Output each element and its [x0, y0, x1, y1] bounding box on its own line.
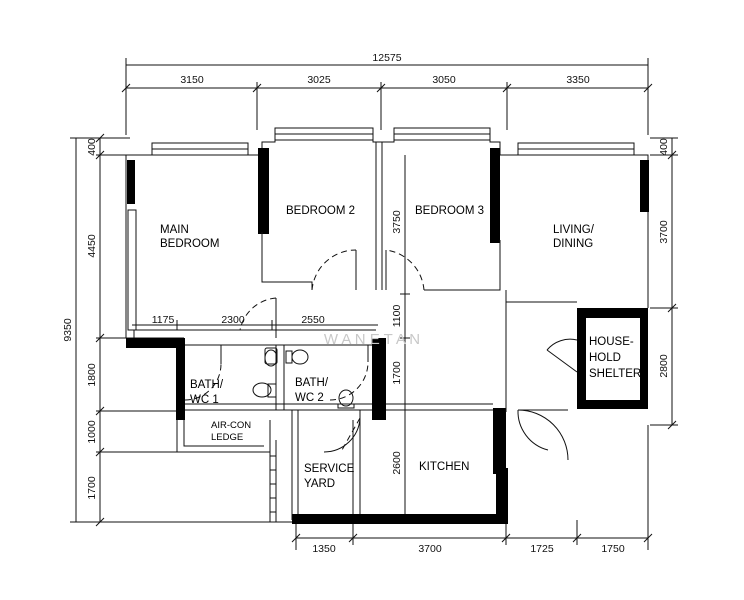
walls	[125, 139, 649, 524]
dim-internal-2300: 2300	[221, 314, 245, 326]
dim-bottom-1: 1350	[312, 543, 336, 555]
label-service-2: YARD	[304, 478, 335, 490]
dim-right-2: 3700	[658, 220, 670, 244]
dim-right-1: 400	[658, 138, 670, 156]
label-bath2-2: WC 2	[295, 392, 324, 404]
label-aircon-2: LEDGE	[211, 432, 243, 443]
dim-internal-2600: 2600	[391, 451, 403, 475]
label-shelter-2: HOLD	[589, 352, 621, 364]
label-bath1-2: WC 1	[190, 394, 219, 406]
dim-internal-2550: 2550	[301, 314, 325, 326]
label-living-2: DINING	[553, 238, 593, 250]
label-bath2-1: BATH/	[295, 377, 329, 389]
watermark: W A N E T A N	[324, 331, 420, 348]
dim-top-2: 3025	[307, 74, 331, 86]
dim-bottom-3: 1725	[530, 543, 554, 555]
label-service-1: SERVICE	[304, 463, 355, 475]
dim-left-4: 1000	[86, 420, 98, 444]
label-main-bedroom-1: MAIN	[160, 224, 189, 236]
label-aircon-1: AIR-CON	[211, 420, 251, 431]
dim-internal-1100: 1100	[391, 305, 403, 328]
label-bath1-1: BATH/	[190, 379, 224, 391]
dim-top-1: 3150	[180, 74, 204, 86]
dimension-labels: 12575 3150 3025 3050 3350 9350 400 4450 …	[62, 52, 670, 555]
dim-internal-3750: 3750	[391, 210, 403, 234]
label-shelter-3: SHELTER	[589, 368, 641, 380]
dim-right-3: 2800	[658, 354, 670, 378]
dim-left-5: 1700	[86, 476, 98, 500]
label-living-1: LIVING/	[553, 224, 595, 236]
label-bedroom-3: BEDROOM 3	[415, 205, 484, 217]
dim-top-3: 3050	[432, 74, 456, 86]
dim-left-1: 400	[86, 138, 98, 156]
dim-left-2: 4450	[86, 234, 98, 258]
dim-top-4: 3350	[566, 74, 590, 86]
dim-left-3: 1800	[86, 363, 98, 387]
dim-left-total: 9350	[62, 318, 74, 342]
fixtures	[252, 347, 355, 409]
dim-bottom-4: 1750	[601, 543, 625, 555]
dim-internal-1175: 1175	[152, 314, 175, 326]
dim-internal-1700: 1700	[391, 361, 403, 385]
doors	[184, 249, 578, 461]
label-main-bedroom-2: BEDROOM	[160, 238, 219, 250]
dim-top-total: 12575	[372, 52, 401, 64]
label-bedroom-2: BEDROOM 2	[286, 205, 355, 217]
room-labels: MAIN BEDROOM BEDROOM 2 BEDROOM 3 LIVING/…	[160, 205, 641, 490]
dim-bottom-2: 3700	[418, 543, 442, 555]
label-kitchen: KITCHEN	[419, 461, 469, 473]
label-shelter-1: HOUSE-	[589, 336, 634, 348]
dimension-lines	[70, 58, 678, 550]
